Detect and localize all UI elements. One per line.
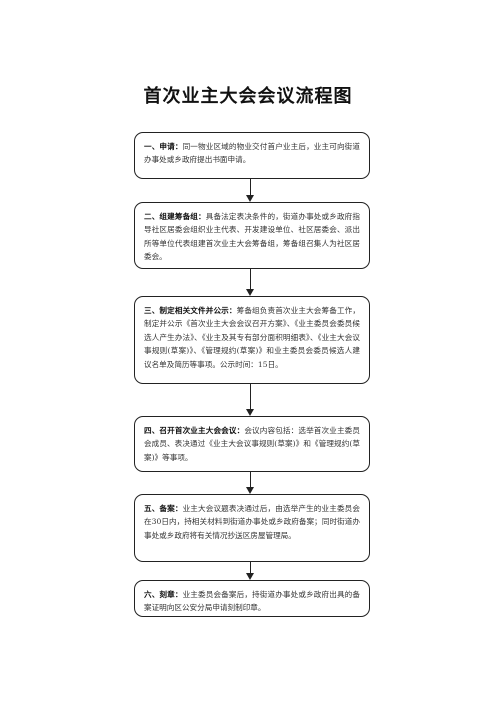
step-4-text: 会议内容包括：选举首次业主委员会成员、表决通过《业主大会议事规则(草案)》和《管… [144, 426, 360, 462]
step-6-box: 六、刻章：业主委员会备案后，持街道办事处或乡政府出具的备案证明向区公安分局申请刻… [134, 580, 370, 617]
arrow-2-3 [246, 269, 256, 296]
step-5-box: 五、备案：业主大会议题表决通过后，由选举产生的业主委员会在30日内，持相关材料到… [134, 494, 370, 562]
step-5-text: 业主大会议题表决通过后，由选举产生的业主委员会在30日内，持相关材料到街道办事处… [144, 504, 360, 540]
step-2-box: 二、组建筹备组：具备法定表决条件的，街道办事处或乡政府指导社区居委会组织业主代表… [134, 202, 370, 269]
step-2-text: 具备法定表决条件的，街道办事处或乡政府指导社区居委会组织业主代表、开发建设单位、… [144, 212, 360, 262]
step-6-label: 六、刻章： [144, 590, 183, 599]
arrow-4-5 [246, 472, 256, 494]
step-3-box: 三、制定相关文件并公示：筹备组负责首次业主大会筹备工作，制定并公示《首次业主大会… [134, 296, 370, 384]
step-2-label: 二、组建筹备组： [144, 212, 206, 221]
step-1-text: 同一物业区域的物业交付首户业主后，业主可向街道办事处或乡政府提出书面申请。 [144, 142, 360, 165]
arrow-1-2 [246, 179, 256, 202]
step-4-box: 四、召开首次业主大会会议：会议内容包括：选举首次业主委员会成员、表决通过《业主大… [134, 416, 370, 472]
arrow-5-6 [246, 562, 256, 580]
step-1-box: 一、申请：同一物业区域的物业交付首户业主后，业主可向街道办事处或乡政府提出书面申… [134, 132, 370, 179]
step-5-label: 五、备案： [144, 504, 183, 513]
arrow-3-4 [246, 384, 256, 416]
step-4-label: 四、召开首次业主大会会议： [144, 426, 245, 435]
step-3-text: 筹备组负责首次业主大会筹备工作，制定并公示《首次业主大会会议召开方案》、《业主委… [144, 306, 360, 369]
step-3-label: 三、制定相关文件并公示： [144, 306, 237, 315]
page-title: 首次业主大会会议流程图 [143, 86, 353, 107]
step-6-text: 业主委员会备案后，持街道办事处或乡政府出具的备案证明向区公安分局申请刻制印章。 [144, 590, 360, 613]
step-1-label: 一、申请： [144, 142, 183, 151]
